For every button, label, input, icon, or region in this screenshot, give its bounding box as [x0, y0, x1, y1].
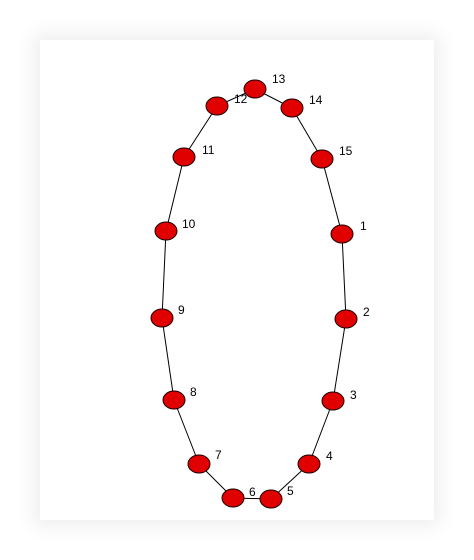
node-12: 12 [205, 92, 248, 116]
node-label-15: 15 [339, 144, 353, 158]
node-4: 4 [297, 449, 333, 474]
edge-2-3 [332, 318, 347, 402]
node-label-7: 7 [215, 448, 222, 462]
node-label-5: 5 [287, 484, 294, 498]
node-11: 11 [172, 143, 215, 167]
node-label-8: 8 [190, 385, 197, 399]
node-circle-2 [334, 309, 358, 329]
node-circle-5 [259, 489, 283, 509]
node-label-14: 14 [309, 93, 323, 107]
node-circle-3 [321, 391, 345, 411]
node-10: 10 [154, 217, 196, 241]
node-label-13: 13 [272, 72, 286, 86]
node-label-3: 3 [350, 388, 357, 402]
node-circle-7 [187, 454, 211, 474]
node-circle-13 [243, 79, 267, 99]
node-label-6: 6 [249, 485, 256, 499]
edge-3-4 [308, 400, 334, 465]
node-circle-11 [172, 147, 196, 167]
node-8: 8 [162, 385, 197, 410]
node-label-1: 1 [360, 219, 367, 233]
edge-9-10 [161, 230, 167, 319]
node-label-10: 10 [182, 217, 196, 231]
node-1: 1 [330, 219, 367, 244]
diagram-panel [40, 40, 434, 520]
node-circle-15 [310, 149, 334, 169]
node-label-9: 9 [178, 303, 185, 317]
node-6: 6 [221, 485, 256, 508]
edge-7-8 [173, 399, 200, 465]
node-circle-12 [205, 96, 229, 116]
node-circle-6 [221, 488, 245, 508]
node-label-12: 12 [234, 92, 248, 106]
node-circle-4 [297, 454, 321, 474]
node-circle-10 [154, 221, 178, 241]
node-14: 14 [280, 93, 323, 118]
node-circle-9 [150, 308, 174, 328]
node-circle-1 [330, 224, 354, 244]
node-label-2: 2 [363, 305, 370, 319]
node-13: 13 [243, 72, 286, 99]
node-9: 9 [150, 303, 185, 328]
node-15: 15 [310, 144, 353, 169]
edge-11-12 [183, 105, 218, 158]
node-circle-14 [280, 98, 304, 118]
edge-8-9 [161, 317, 175, 401]
node-5: 5 [259, 484, 294, 509]
node-label-4: 4 [326, 449, 333, 463]
edges-layer [161, 88, 347, 500]
node-2: 2 [334, 305, 370, 329]
node-3: 3 [321, 388, 357, 411]
edge-15-1 [321, 158, 343, 235]
node-label-11: 11 [202, 143, 215, 157]
node-7: 7 [187, 448, 222, 474]
edge-10-11 [165, 156, 185, 232]
node-circle-8 [162, 390, 186, 410]
edge-1-2 [341, 233, 347, 320]
